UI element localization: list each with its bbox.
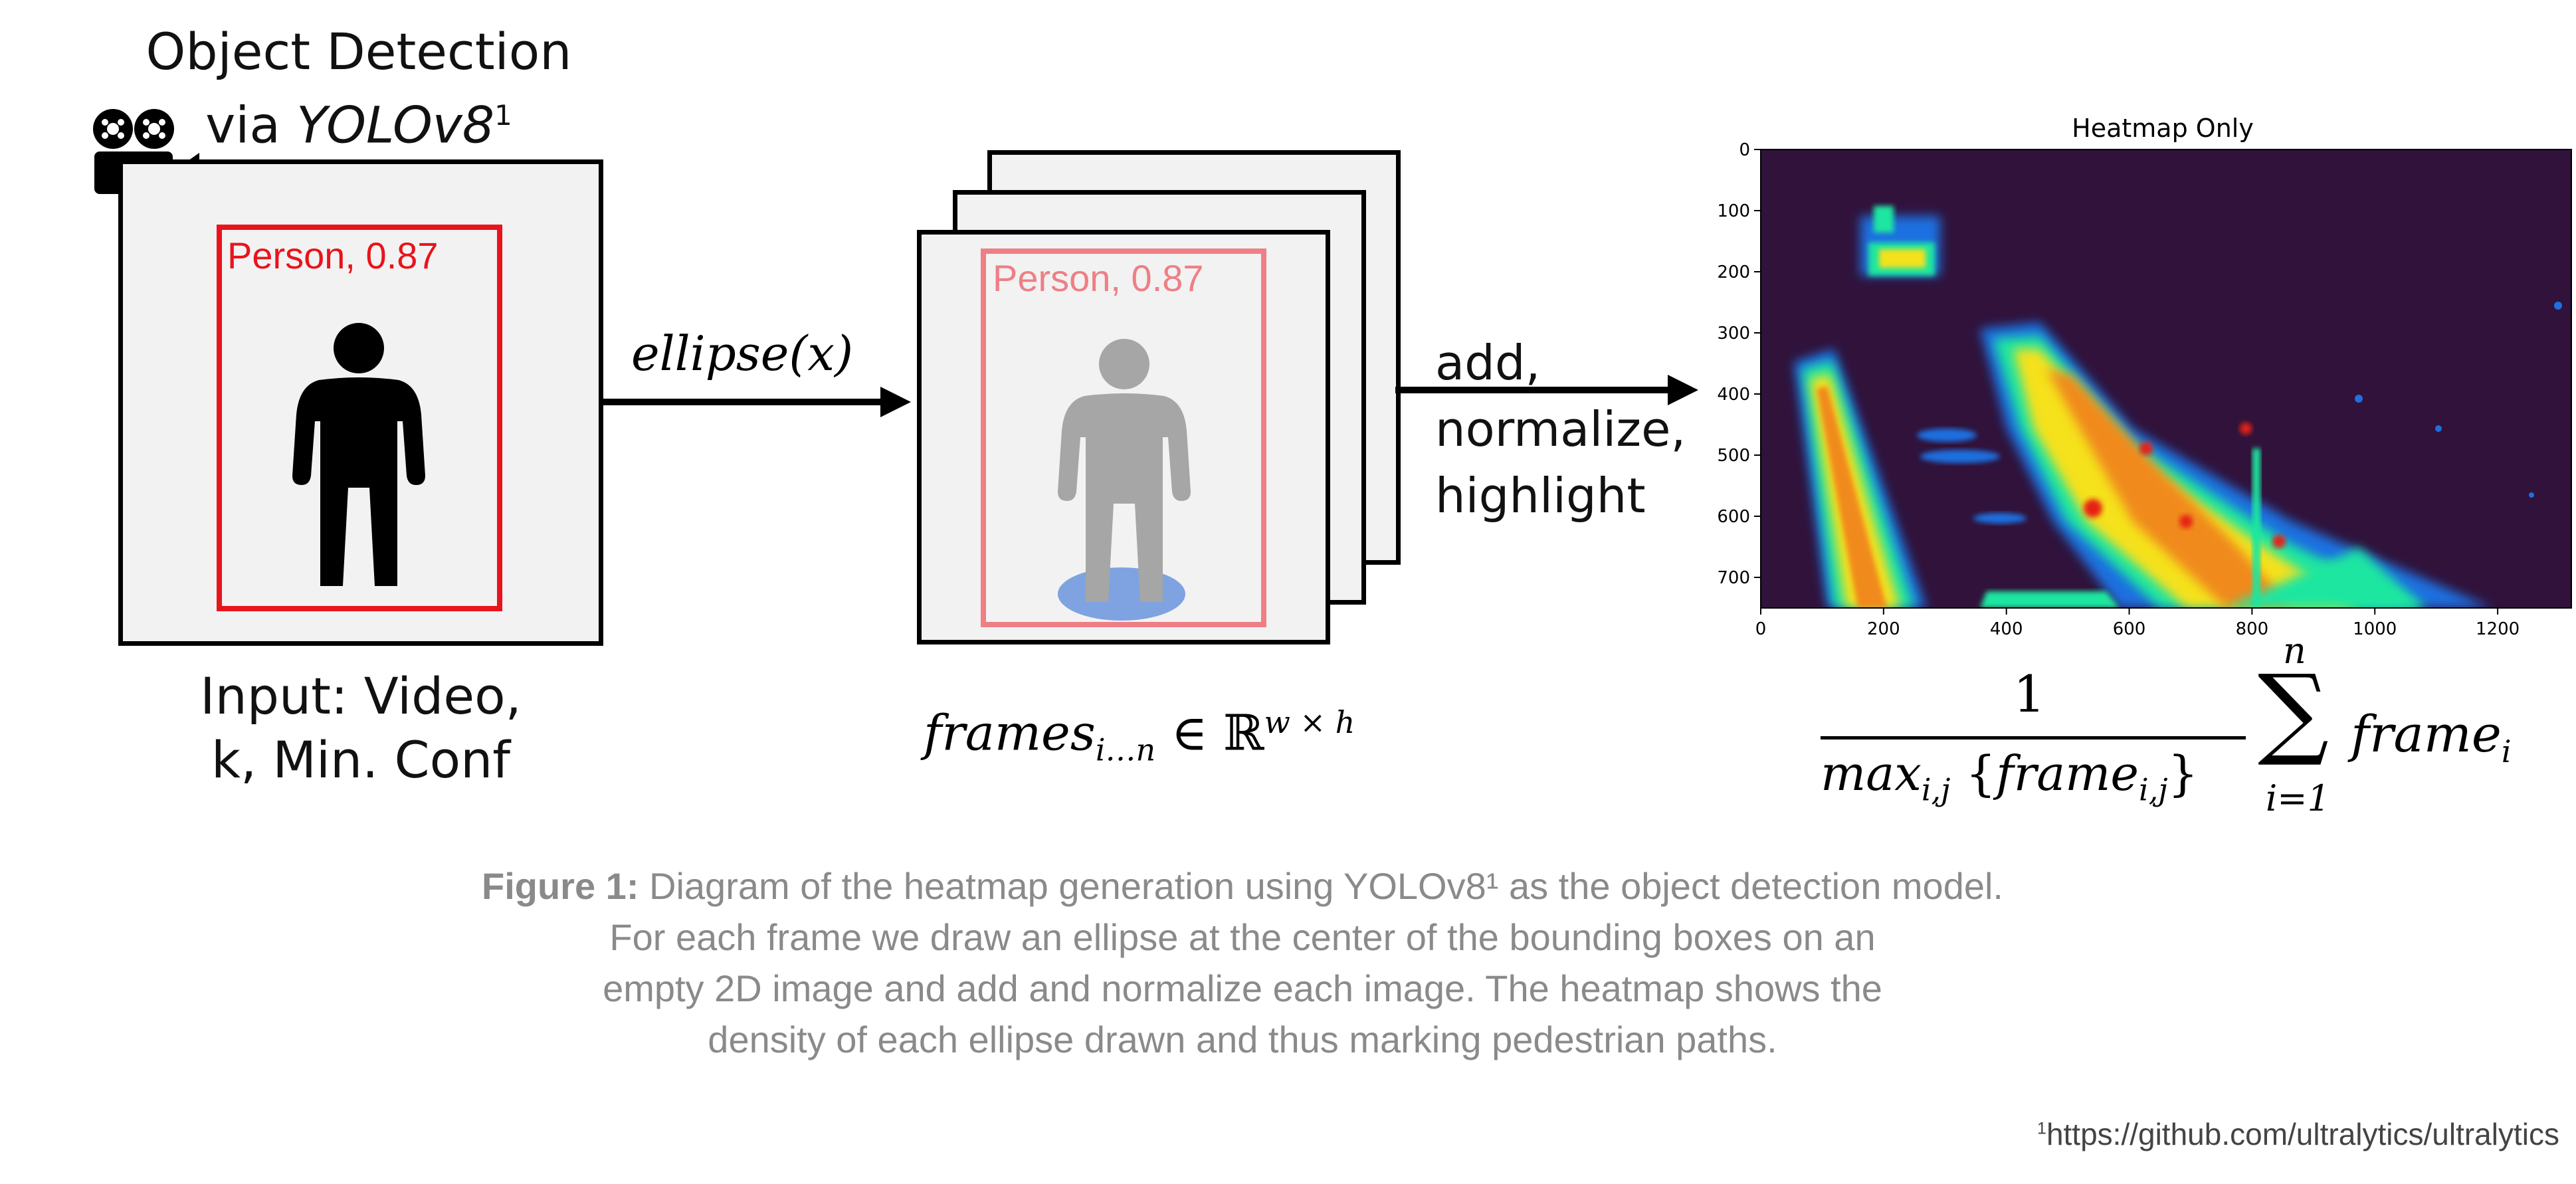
formula-real-set: ℝ xyxy=(1223,704,1264,762)
y-tick-label: 300 xyxy=(1717,324,1750,344)
y-tick-label: 0 xyxy=(1739,140,1750,160)
den-max: max xyxy=(1821,745,1922,801)
den-frame-sub: i,j xyxy=(2139,771,2168,808)
person-bbox-label: Person, 0.87 xyxy=(227,235,439,276)
step-highlight: highlight xyxy=(1435,468,1646,524)
footnote: 1https://github.com/ultralytics/ultralyt… xyxy=(2037,1116,2559,1152)
y-tick-label: 600 xyxy=(1717,507,1750,527)
den-open-brace: { xyxy=(1950,745,1997,801)
y-tick-label: 100 xyxy=(1717,201,1750,221)
formula-in: ∈ xyxy=(1155,704,1223,762)
fraction-denominator: maxi,j {framei,j} xyxy=(1821,745,2198,807)
heatmap-x-axis: 0 200 400 600 800 1000 1200 xyxy=(1755,608,2520,639)
sum-lower-limit: i=1 xyxy=(2266,777,2330,819)
heatmap-hotspot-left xyxy=(1794,349,1927,608)
heatmap-hotspot-right xyxy=(1980,322,2492,608)
footnote-mark: 1 xyxy=(2036,1119,2046,1138)
y-tick-label: 700 xyxy=(1717,568,1750,588)
arrow-ellipse xyxy=(601,387,911,417)
detection-title: Object Detection via YOLOv81 xyxy=(120,20,598,157)
fraction-numerator: 1 xyxy=(2013,664,2046,724)
formula-dims: w × h xyxy=(1264,704,1355,740)
faded-bbox-label: Person, 0.87 xyxy=(993,257,1204,299)
heatmap-title: Heatmap Only xyxy=(2072,114,2254,143)
title-footnote-mark: 1 xyxy=(494,99,512,132)
den-frame: frame xyxy=(1996,745,2139,801)
aggregate-steps: add, normalize, highlight xyxy=(1435,330,1686,529)
sum-symbol: ∑ xyxy=(2258,654,2329,769)
faded-bounding-box xyxy=(981,248,1266,627)
title-via: via xyxy=(205,95,297,155)
ellipse-label: ellipse(x) xyxy=(631,326,854,381)
caption-label: Figure 1: xyxy=(482,865,639,907)
caption-line1-text: Diagram of the heatmap generation using … xyxy=(639,865,2003,907)
figure-caption: Figure 1: Diagram of the heatmap generat… xyxy=(159,860,2326,1065)
caption-line2: For each frame we draw an ellipse at the… xyxy=(609,916,1876,958)
step-normalize: normalize, xyxy=(1435,401,1686,457)
y-tick-label: 200 xyxy=(1717,262,1750,282)
formula-frames-sub: i…n xyxy=(1095,732,1156,768)
input-description: Input: Video, k, Min. Conf xyxy=(118,664,603,792)
x-tick-label: 1000 xyxy=(2353,619,2397,639)
x-tick-label: 0 xyxy=(1755,619,1767,639)
title-model: YOLOv8 xyxy=(296,95,495,155)
heatmap-plot: Heatmap Only xyxy=(1717,114,2572,639)
heatmap-hotspot-top xyxy=(1860,206,1940,276)
caption-line1: Figure 1: Diagram of the heatmap generat… xyxy=(159,860,2326,912)
y-tick-label: 500 xyxy=(1717,446,1750,466)
gray-person-icon xyxy=(1058,339,1191,621)
step-add: add, xyxy=(1435,335,1541,391)
detection-title-line2: via YOLOv81 xyxy=(120,84,598,157)
term-sub: i xyxy=(2501,734,2512,770)
normalization-formula: 1 maxi,j {framei,j} n ∑ i=1 framei xyxy=(1814,630,2558,837)
sum-upper-limit: n xyxy=(2283,630,2306,672)
input-line2: k, Min. Conf xyxy=(211,730,510,789)
footnote-link[interactable]: https://github.com/ultralytics/ultralyti… xyxy=(2046,1117,2559,1151)
heatmap-hotspot-mid xyxy=(1917,429,2027,524)
frames-formula: framesi…n ∈ ℝw × h xyxy=(924,704,1355,767)
y-tick-label: 400 xyxy=(1717,385,1750,405)
detection-title-line1: Object Detection xyxy=(146,22,572,81)
x-tick-label: 1200 xyxy=(2476,619,2520,639)
fraction-bar xyxy=(1821,736,2246,740)
den-close-brace: } xyxy=(2167,745,2199,801)
person-icon xyxy=(292,323,425,586)
person-bounding-box xyxy=(217,225,502,611)
den-max-sub: i,j xyxy=(1921,771,1951,808)
x-tick-label: 400 xyxy=(1990,619,2023,639)
sum-term: framei xyxy=(2351,704,2512,769)
term-frame: frame xyxy=(2351,704,2502,763)
caption-line3: empty 2D image and add and normalize eac… xyxy=(603,967,1882,1009)
heatmap-y-axis: 0 100 200 300 400 500 600 700 xyxy=(1717,140,1761,588)
x-tick-label: 200 xyxy=(1867,619,1900,639)
x-tick-label: 600 xyxy=(2113,619,2146,639)
input-line1: Input: Video, xyxy=(200,666,522,726)
x-tick-label: 800 xyxy=(2236,619,2269,639)
arrow-aggregate xyxy=(1395,375,1698,405)
caption-line4: density of each ellipse drawn and thus m… xyxy=(708,1019,1777,1060)
formula-frames: frames xyxy=(924,704,1096,762)
